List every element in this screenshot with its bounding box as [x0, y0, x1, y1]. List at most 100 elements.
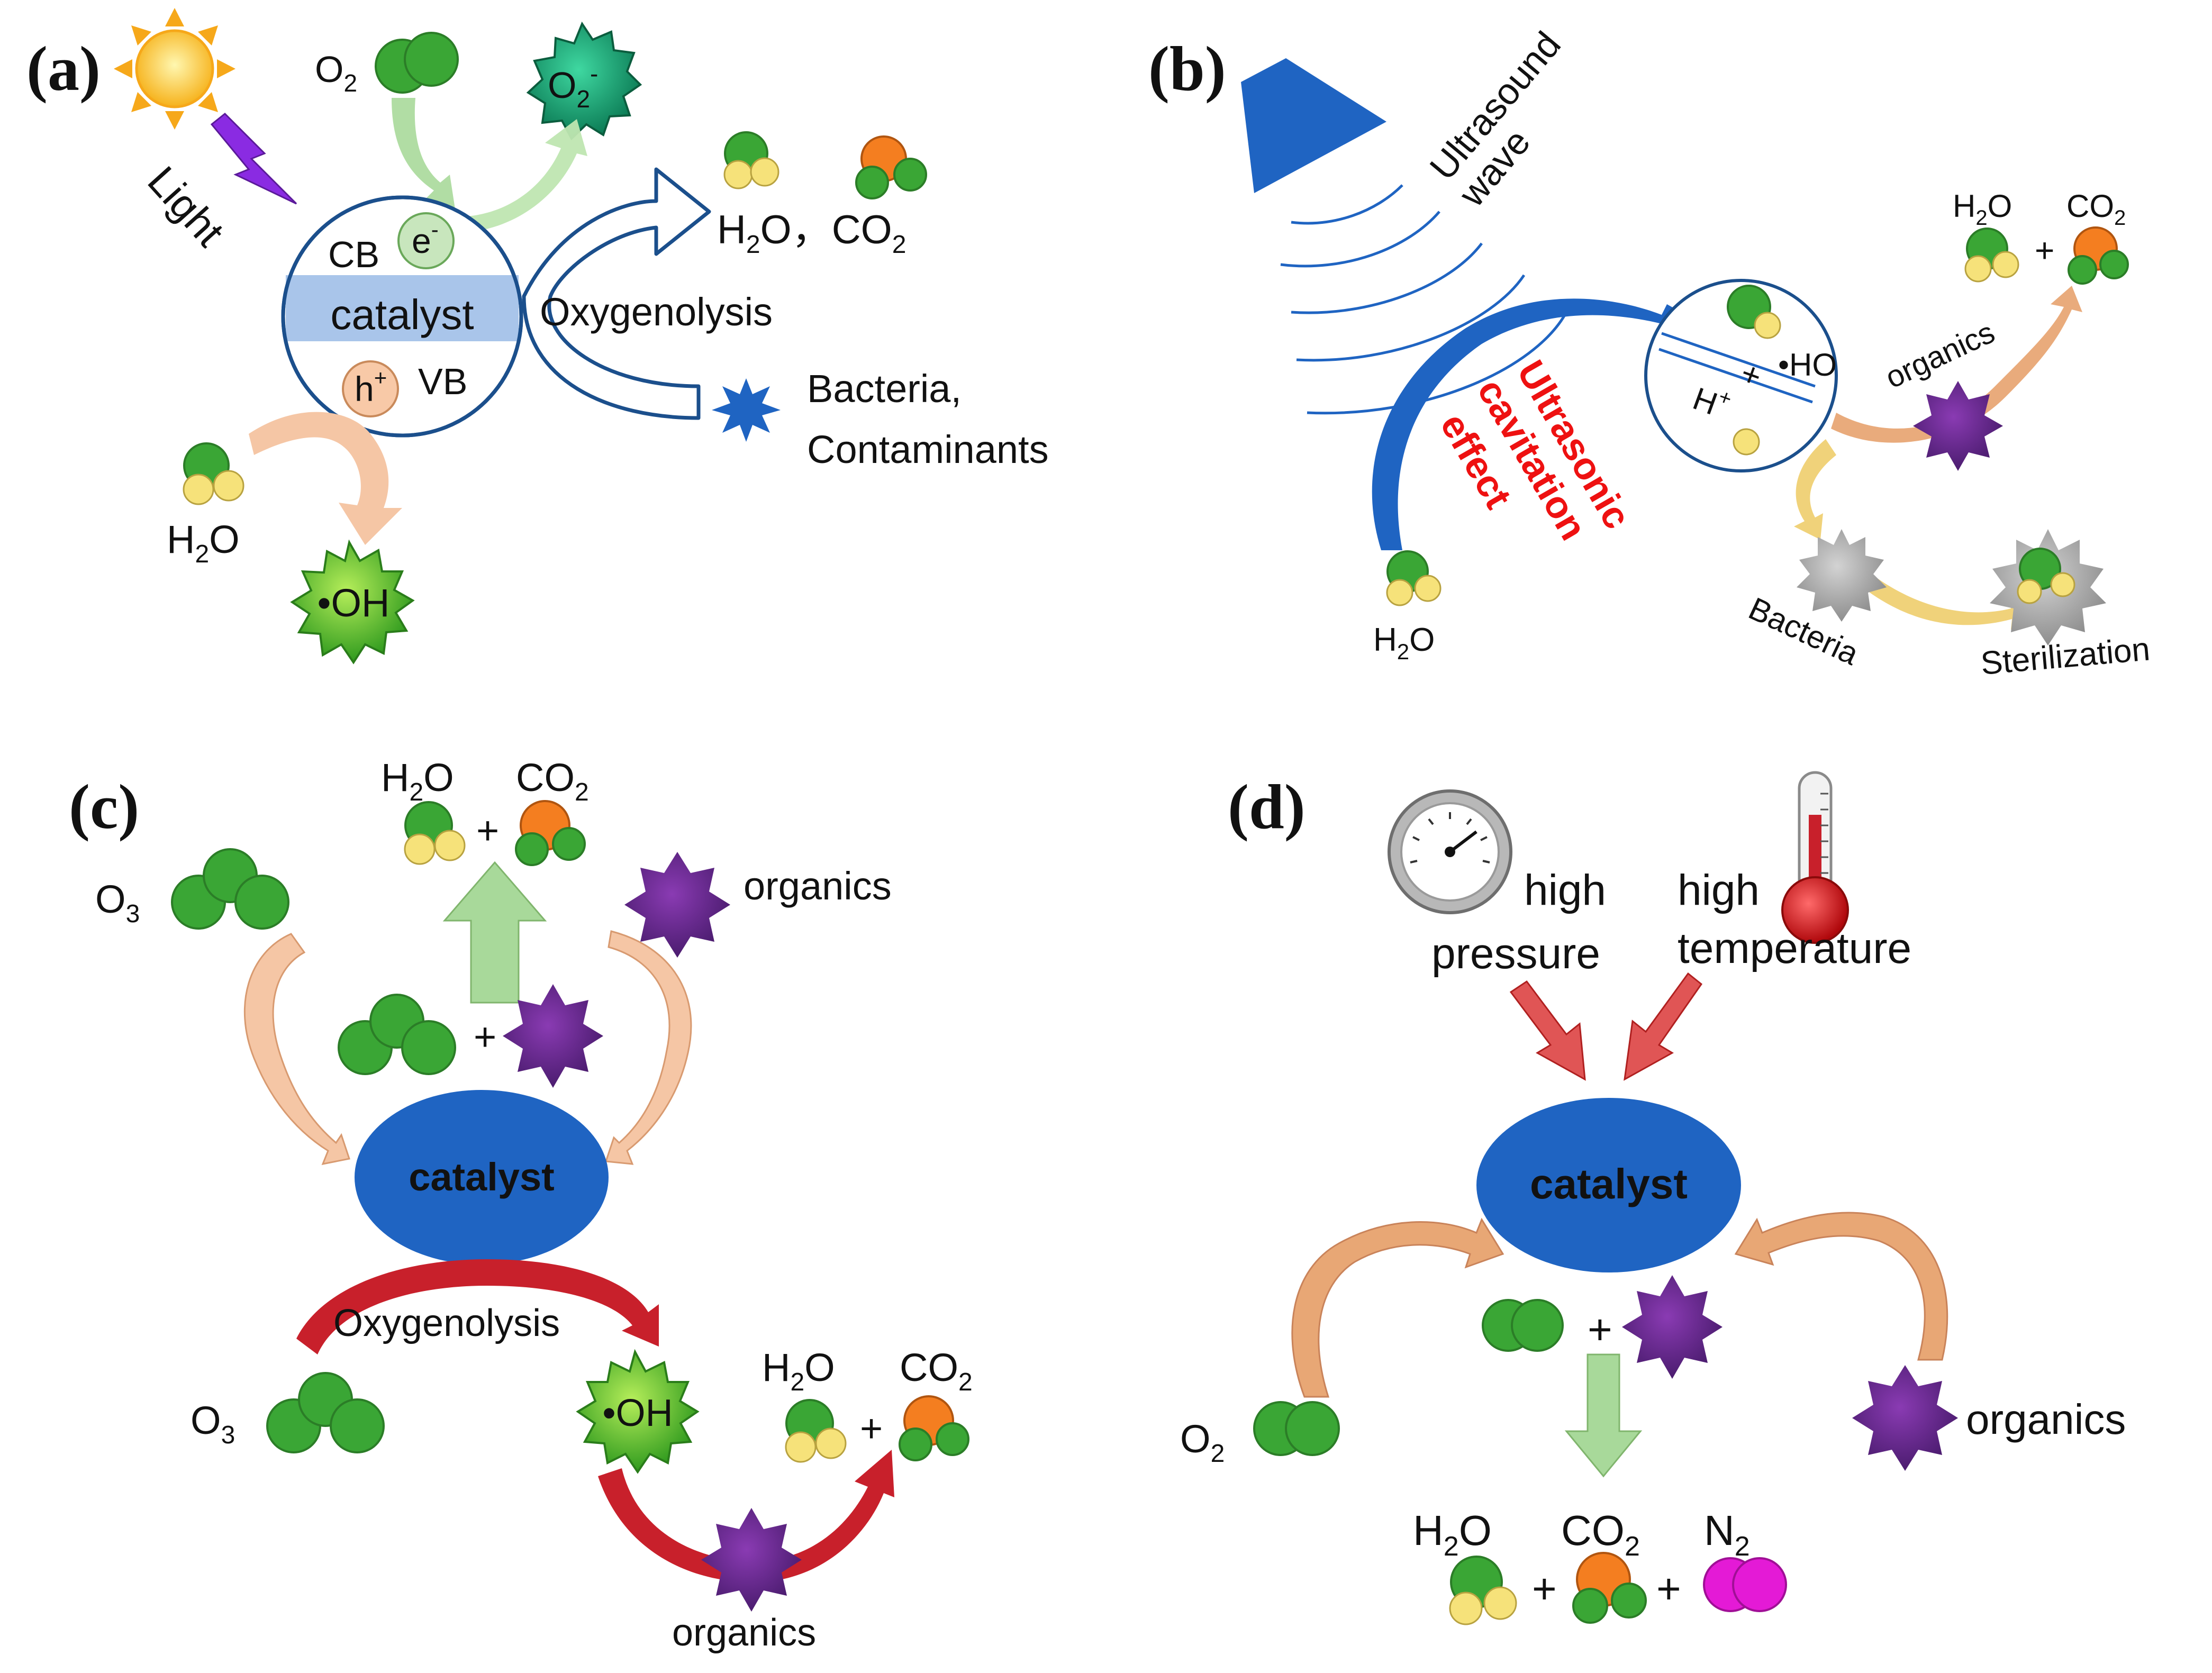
cb-label: CB [328, 234, 379, 275]
panel-a: (a) Light O2 O2- [26, 8, 1049, 665]
catalyst-label-c: catalyst [409, 1155, 555, 1199]
lightning-icon [210, 112, 297, 205]
o2-to-catalyst-arrow [1291, 1217, 1504, 1398]
o2-molecule-d-mid [1482, 1299, 1564, 1352]
oh-label-c: •OH [602, 1392, 673, 1434]
o3-molecule-c-bottom [266, 1372, 385, 1453]
sterilization-label: Sterilization [1979, 631, 2151, 682]
o3-label-c-bottom: O3 [191, 1398, 235, 1449]
catalyst-ellipse-c [355, 1090, 609, 1265]
o2-molecule [375, 32, 459, 94]
cavitation-bubble: •HO + H+ [1644, 279, 1838, 472]
organics-label-c-bottom: organics [672, 1612, 816, 1654]
o3-label-c: O3 [95, 877, 140, 928]
oxygenolysis-label-a: Oxygenolysis [540, 290, 773, 334]
oxygenolysis-label-c: Oxygenolysis [333, 1302, 560, 1344]
organics-label-b: organics [1880, 315, 2000, 395]
h2o-molecule-c-top [404, 801, 466, 865]
co2-label-c-top: CO2 [516, 756, 589, 806]
oxygenolysis-arrow-c [296, 1259, 659, 1354]
hole-bubble [342, 360, 399, 417]
product-up-arrow-c [442, 861, 547, 1004]
o3-molecule-c-mid [338, 994, 456, 1075]
catalyst-sphere-a: catalyst CB e- h+ VB [281, 195, 523, 438]
h2o-label-d: H2O [1413, 1507, 1492, 1562]
co2-molecule-a-top [855, 135, 927, 199]
panel-a-label: (a) [26, 33, 101, 104]
temperature-arrow [1624, 972, 1703, 1081]
electron-bubble [397, 212, 455, 269]
h2o-label-b: H2O [1373, 622, 1435, 664]
organics-star-c-top [624, 852, 730, 958]
organics-star-c-bottom [701, 1508, 802, 1612]
o2-label: O2 [315, 49, 357, 97]
ho-label: •HO [1778, 347, 1837, 383]
h2o-molecule-a-top [723, 131, 779, 189]
co2-label-d: CO2 [1561, 1507, 1640, 1562]
high-label-1: high [1524, 866, 1606, 914]
plus-sign-d-mid: + [1588, 1306, 1612, 1353]
organics-star-c-mid [503, 984, 603, 1088]
sterilized-bacteria [1990, 529, 2106, 645]
plus-sign-c-bottom: + [860, 1406, 883, 1450]
organics-to-catalyst-arrow [604, 930, 692, 1165]
panel-b: (b) Ultrasound wave Ultrasonic cavitatio… [1148, 24, 2151, 682]
contaminants-label: Contaminants [807, 428, 1049, 471]
hole-label: h+ [355, 365, 387, 408]
pressure-gauge-icon [1388, 789, 1512, 914]
h2o-label-a: H2O [167, 517, 240, 568]
h2o-label-c-bottom: H2O [762, 1345, 835, 1396]
organics-star-d-mid [1622, 1275, 1723, 1379]
h2o-label-b-top: H2O [1953, 188, 2012, 230]
organics-label-c-top: organics [744, 864, 892, 908]
co2-label-c-bottom: CO2 [900, 1345, 973, 1396]
sterilization-arrow [1863, 571, 2035, 630]
plus-sign-c-top: + [476, 808, 499, 852]
electron-label: e- [412, 217, 439, 260]
speaker-icon [1241, 58, 1386, 193]
thermometer-icon [1781, 771, 1849, 944]
catalyst-label-d: catalyst [1530, 1160, 1688, 1207]
bacteria-burst-b [1797, 529, 1887, 622]
h2o-molecule-a-bottom [183, 442, 244, 505]
high-label-2: high [1678, 866, 1760, 914]
h2o-molecule-b-bottom [1386, 550, 1442, 606]
co2-molecule-c-bottom [899, 1395, 969, 1461]
plus-sign-d-1: + [1532, 1565, 1557, 1612]
vb-label: VB [418, 361, 467, 402]
co2-molecule-b-top [2068, 226, 2129, 285]
bacteria-label-a: Bacteria, [807, 367, 962, 411]
h2o-molecule-b-top [1964, 228, 2019, 283]
oxygenolysis-arrow [522, 167, 711, 420]
organics-to-catalyst-arrow-d [1734, 1212, 1948, 1361]
o2-label-d: O2 [1180, 1417, 1225, 1468]
o2-molecule-d [1253, 1401, 1340, 1456]
panel-c-label: (c) [69, 771, 139, 842]
plus-sign-c-mid: + [474, 1015, 496, 1059]
h2o-molecule-c-bottom [785, 1399, 847, 1463]
organics-star-d [1852, 1365, 1958, 1471]
plus-sign-d-2: + [1656, 1565, 1681, 1612]
panel-d: (d) high pressure [1180, 771, 2126, 1625]
oh-label-a: •OH [318, 581, 390, 625]
co2-molecule-d [1572, 1552, 1647, 1624]
panel-d-label: (d) [1228, 771, 1306, 842]
cavitation-curve [1372, 298, 1691, 550]
o3-molecule-c [171, 848, 289, 930]
plus-sign-b-top: + [2035, 231, 2054, 269]
pressure-label: pressure [1431, 930, 1600, 978]
organics-star-b [1913, 381, 2003, 471]
product-down-arrow-d [1564, 1353, 1643, 1478]
sun-icon [114, 8, 235, 130]
organics-label-d: organics [1966, 1396, 2126, 1443]
temperature-label: temperature [1678, 924, 1911, 972]
oh-organics-arrow [598, 1450, 894, 1583]
superoxide-label: O2- [548, 60, 598, 113]
hole-to-oh-arrow [249, 412, 402, 545]
o2-up-arrow [455, 119, 587, 233]
o3-to-catalyst-arrow [243, 933, 350, 1166]
hydroxyl-burst-a [290, 539, 415, 665]
co2-label-b-top: CO2 [2066, 188, 2126, 230]
